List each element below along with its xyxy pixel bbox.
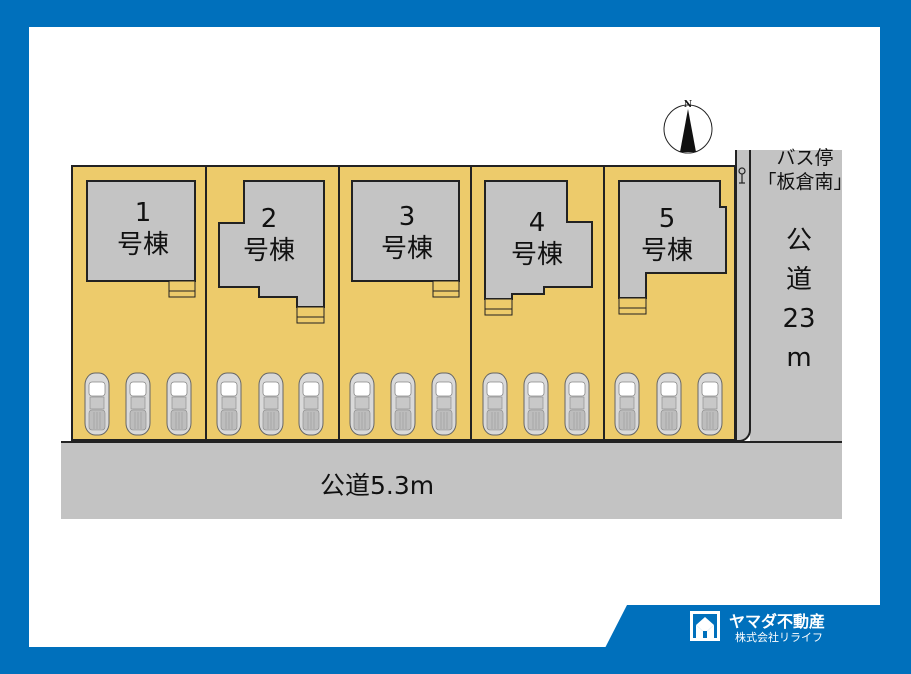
house-4-label: 4 号棟 (510, 208, 563, 270)
house-3-footprint (351, 180, 460, 298)
house-4-footprint (484, 180, 593, 316)
parking-car-icon (614, 372, 640, 436)
road-east (750, 150, 842, 442)
parking-car-icon (697, 372, 723, 436)
house-1-footprint (86, 180, 196, 298)
parking-car-icon (216, 372, 242, 436)
parking-car-icon (431, 372, 457, 436)
parking-car-icon (390, 372, 416, 436)
road-south-label: 公道5.3m (320, 471, 435, 500)
house-3-label: 3 号棟 (380, 202, 433, 264)
bus-stop-icon (738, 167, 746, 184)
brand-logo-icon (690, 611, 720, 641)
parking-car-icon (84, 372, 110, 436)
house-5-footprint (618, 180, 727, 315)
parking-car-icon (349, 372, 375, 436)
bus-stop-label: バス停 「板倉南」 (757, 147, 853, 193)
house-1-label: 1 号棟 (116, 198, 169, 260)
house-2-label: 2 号棟 (242, 204, 295, 266)
brand-banner (605, 605, 882, 648)
parking-car-icon (523, 372, 549, 436)
road-south (61, 441, 842, 519)
brand-title: ヤマダ不動産 (729, 612, 826, 631)
parking-car-icon (166, 372, 192, 436)
north-arrow-icon: N (663, 100, 713, 154)
svg-text:N: N (684, 100, 692, 110)
brand-subtitle: 株式会社リライフ (735, 631, 823, 644)
sidewalk-east (735, 150, 751, 442)
house-2-footprint (218, 180, 325, 324)
parking-car-icon (298, 372, 324, 436)
parking-car-icon (482, 372, 508, 436)
parking-car-icon (656, 372, 682, 436)
parking-car-icon (564, 372, 590, 436)
parking-car-icon (258, 372, 284, 436)
house-5-label: 5 号棟 (640, 204, 693, 266)
road-east-label: 公 道 23 m (782, 226, 816, 373)
parking-car-icon (125, 372, 151, 436)
